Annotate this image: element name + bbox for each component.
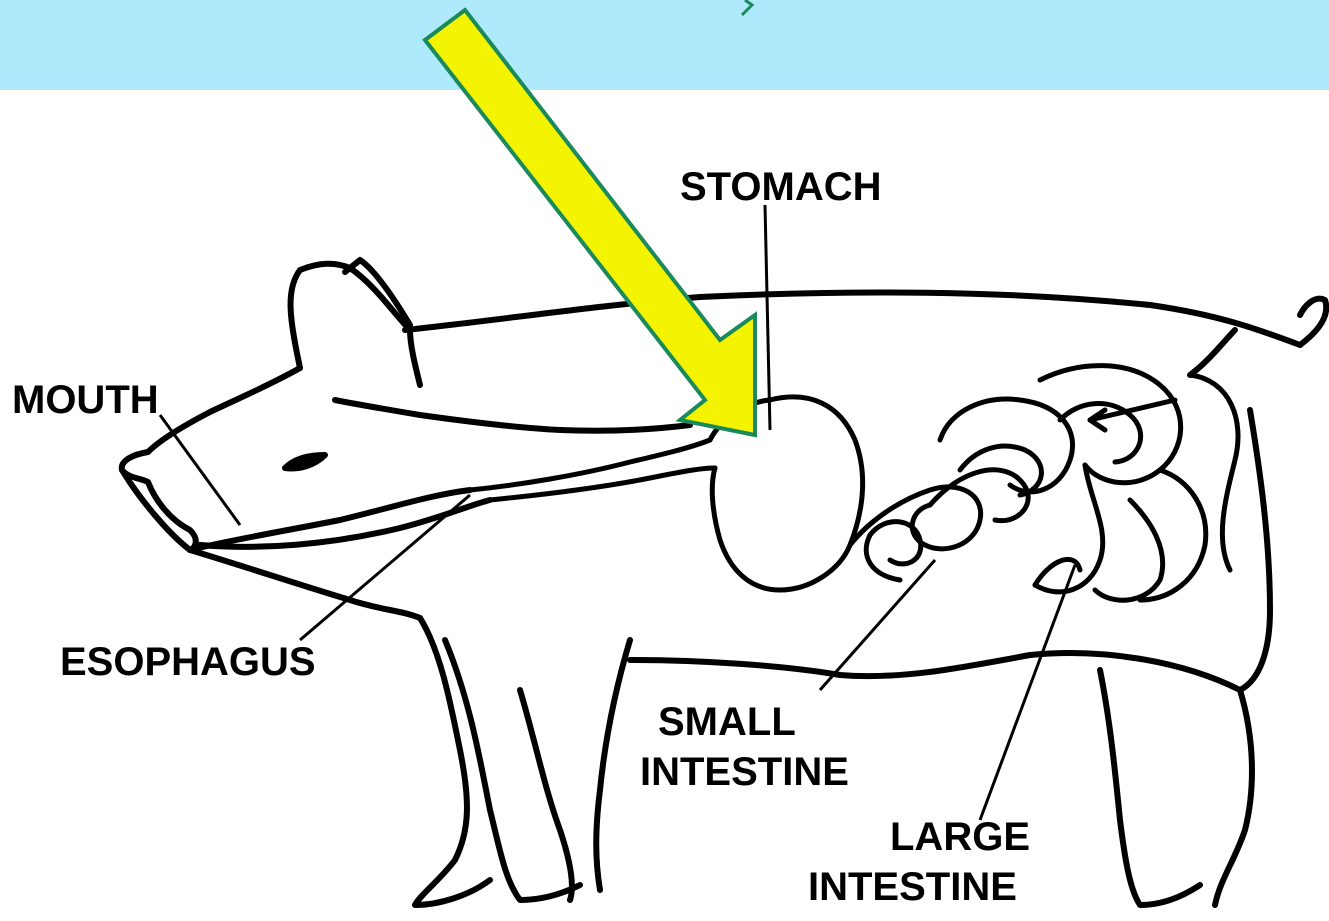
mouth-leader xyxy=(160,415,240,525)
leader-lines xyxy=(160,205,1075,820)
label-small-intestine-1: SMALL xyxy=(658,700,796,744)
label-large-intestine-2: INTESTINE xyxy=(808,865,1017,909)
label-small-intestine-2: INTESTINE xyxy=(640,750,849,794)
labels: STOMACH MOUTH ESOPHAGUS SMALL INTESTINE … xyxy=(12,165,1030,909)
banner-mark xyxy=(742,0,752,15)
label-large-intestine-1: LARGE xyxy=(890,815,1030,859)
label-stomach: STOMACH xyxy=(680,165,881,209)
label-mouth: MOUTH xyxy=(12,378,159,422)
stomach-leader xyxy=(765,205,770,430)
esophagus-leader xyxy=(300,495,470,640)
digestive-tract xyxy=(470,366,1238,601)
highlight-arrow-icon xyxy=(425,10,755,435)
label-esophagus: ESOPHAGUS xyxy=(60,640,316,684)
large-intestine-leader xyxy=(980,565,1075,820)
